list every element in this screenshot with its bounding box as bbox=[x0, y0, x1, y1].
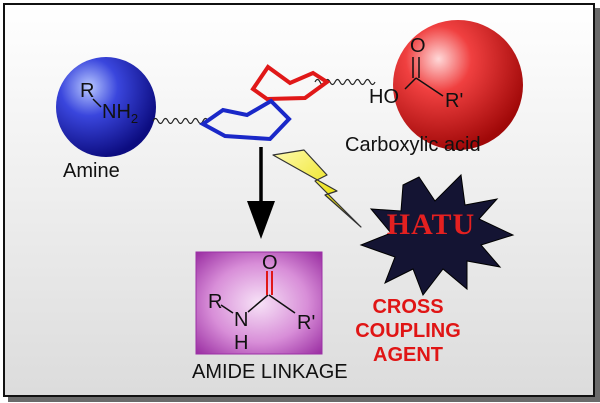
scheme-graphic: R NH2 O HO R' R N H bbox=[5, 5, 593, 395]
amide-r-prime: R' bbox=[297, 312, 315, 334]
amide-cr-bond bbox=[268, 294, 296, 314]
amide-nc-bond bbox=[247, 294, 269, 313]
amine-linker bbox=[152, 117, 209, 125]
acid-ho-bond bbox=[404, 77, 417, 90]
amine-sphere bbox=[56, 57, 156, 157]
amine-r-group: R bbox=[80, 80, 94, 102]
amide-r: R bbox=[208, 291, 222, 313]
reaction-arrow-head bbox=[247, 201, 275, 239]
carboxylic-acid-label: Carboxylic acid bbox=[345, 134, 481, 156]
amide-rn-bond bbox=[220, 304, 234, 314]
amine-nh2: NH2 bbox=[102, 101, 138, 126]
agent-line-1: CROSS COUPLING bbox=[355, 296, 461, 342]
agent-line-2: AGENT bbox=[373, 344, 443, 366]
amine-bond bbox=[92, 98, 102, 108]
hatu-label: HATU bbox=[386, 208, 476, 241]
agent-starburst bbox=[359, 173, 515, 297]
cross-coupling-agent-label: CROSS COUPLING AGENT bbox=[323, 295, 493, 367]
cyclohexane-upper bbox=[250, 64, 331, 102]
acid-r-bond bbox=[415, 77, 444, 97]
amide-h: H bbox=[234, 332, 248, 354]
lightning-bolt bbox=[272, 149, 362, 228]
amine-label: Amine bbox=[63, 160, 120, 182]
amide-o: O bbox=[262, 252, 278, 274]
acid-sphere bbox=[393, 20, 523, 150]
figure-frame: R NH2 O HO R' R N H bbox=[3, 3, 595, 397]
acid-r-prime: R' bbox=[445, 90, 463, 112]
acid-ho: HO bbox=[369, 86, 399, 108]
acid-oxygen: O bbox=[410, 35, 426, 57]
cyclohexane-lower bbox=[199, 98, 292, 142]
amide-n: N bbox=[234, 309, 248, 331]
amide-linkage-label: AMIDE LINKAGE bbox=[192, 361, 348, 383]
